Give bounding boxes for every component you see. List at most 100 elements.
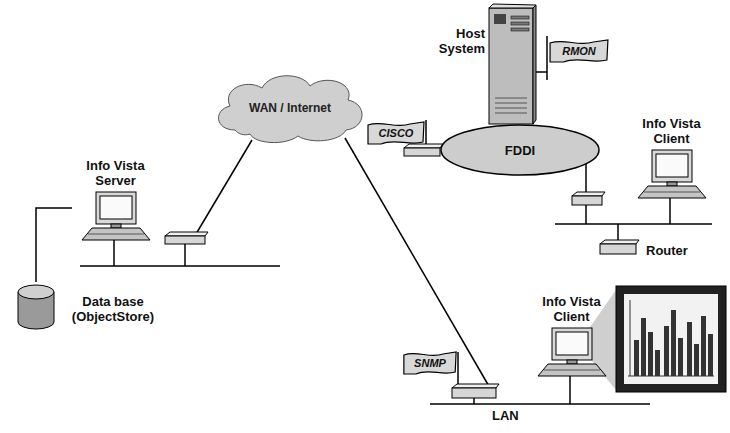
chart-bar	[655, 350, 660, 376]
keyboard	[82, 228, 150, 240]
workstation: Info Vista Server	[72, 158, 159, 246]
computer-icon	[530, 326, 614, 382]
vent-line	[495, 113, 527, 114]
router-symbol	[404, 148, 440, 156]
router-symbol	[165, 236, 205, 244]
protocol-flag: SNMP	[402, 350, 458, 376]
lan-bus	[555, 223, 712, 225]
cloud-shape	[219, 76, 363, 143]
drive-slot	[511, 28, 529, 31]
wan-cloud: WAN / Internet	[210, 70, 370, 146]
router-top	[572, 192, 605, 196]
cylinder-top	[18, 285, 54, 299]
workstation: Info Vista Client	[528, 294, 615, 382]
chart-bar	[664, 326, 669, 376]
keyboard	[538, 364, 606, 376]
router-top	[404, 144, 443, 148]
flag-shape	[368, 122, 424, 144]
database-cylinder: Data base (ObjectStore)	[14, 282, 174, 332]
chart-bar	[687, 322, 692, 376]
node-text: RMON	[562, 45, 596, 58]
node-text: SNMP	[414, 357, 446, 370]
drop-wire	[585, 205, 587, 224]
monitor	[96, 192, 136, 224]
tower-top	[489, 4, 536, 8]
database-icon	[14, 282, 58, 332]
flag-pole	[457, 352, 459, 388]
router-symbol	[572, 196, 602, 205]
chart-axis	[630, 300, 631, 376]
screen-panel	[624, 294, 718, 384]
ring-shape	[441, 125, 599, 175]
node-text: Host System	[425, 26, 485, 56]
chart-bar	[694, 344, 699, 376]
monitor-screen	[556, 332, 588, 355]
network-label: LAN	[492, 408, 519, 423]
monitor-screen	[656, 154, 688, 177]
router-symbol	[452, 388, 496, 398]
computer-parts	[638, 150, 706, 198]
node-text: Data base (ObjectStore)	[58, 294, 168, 324]
node-text: Info Vista Server	[72, 158, 159, 188]
tower-side	[533, 5, 536, 124]
chart-bar	[678, 338, 683, 376]
vent-line	[495, 98, 527, 99]
keyboard-keys	[88, 234, 144, 235]
node-text: FDDI	[505, 143, 535, 158]
wan-link	[196, 140, 252, 234]
computer-parts	[538, 328, 606, 376]
tower-icon	[485, 2, 537, 126]
drive-slot	[511, 22, 529, 25]
drop-wire	[184, 242, 186, 266]
vent-line	[495, 108, 527, 109]
monitor-screen	[100, 196, 132, 219]
tower-logo	[494, 14, 506, 24]
wan-link	[345, 138, 490, 388]
chart-bar	[648, 332, 653, 376]
fddi-ring: FDDI	[440, 124, 600, 176]
chart-bar	[671, 310, 676, 376]
node-text: CISCO	[379, 127, 414, 140]
monitor-stand	[111, 224, 121, 228]
chart-bar	[708, 334, 713, 376]
protocol-flag: RMON	[548, 38, 610, 64]
monitor	[652, 150, 692, 182]
router-symbol	[600, 244, 636, 254]
monitor-stand	[567, 360, 577, 364]
node-text: WAN / Internet	[249, 101, 331, 116]
node-text: Info Vista Client	[528, 294, 615, 324]
flag-shape	[404, 352, 456, 374]
monitor-stand	[667, 182, 677, 186]
computer-parts	[82, 192, 150, 240]
connector-line	[36, 208, 72, 282]
computer-icon	[74, 190, 158, 246]
router-devices	[165, 144, 639, 398]
router-top	[452, 384, 499, 388]
node-text: Info Vista Client	[628, 116, 715, 146]
flag-shape	[550, 40, 608, 62]
vent-line	[495, 103, 527, 104]
screen-frame	[616, 286, 726, 392]
monitor	[552, 328, 592, 360]
router-top	[600, 240, 639, 244]
chart-bar	[634, 340, 639, 376]
chart-bar	[641, 318, 646, 376]
computer-icon	[630, 148, 714, 204]
chart-bars	[634, 310, 713, 376]
keyboard-keys	[544, 370, 600, 371]
keyboard-keys	[644, 192, 700, 193]
keyboard	[638, 186, 706, 198]
network-label: Router	[646, 243, 688, 258]
text-group: Data base (ObjectStore)	[58, 282, 168, 324]
drop-wire	[585, 164, 587, 196]
flag-pole	[546, 36, 548, 80]
host-system: Host System	[425, 2, 539, 126]
router-top	[165, 232, 208, 236]
tower-body	[489, 8, 533, 124]
drop-wire	[473, 398, 475, 404]
chart-bar	[701, 316, 706, 376]
chart-screen	[616, 286, 726, 392]
lan-bus	[80, 265, 280, 267]
protocol-flag: CISCO	[366, 120, 426, 146]
